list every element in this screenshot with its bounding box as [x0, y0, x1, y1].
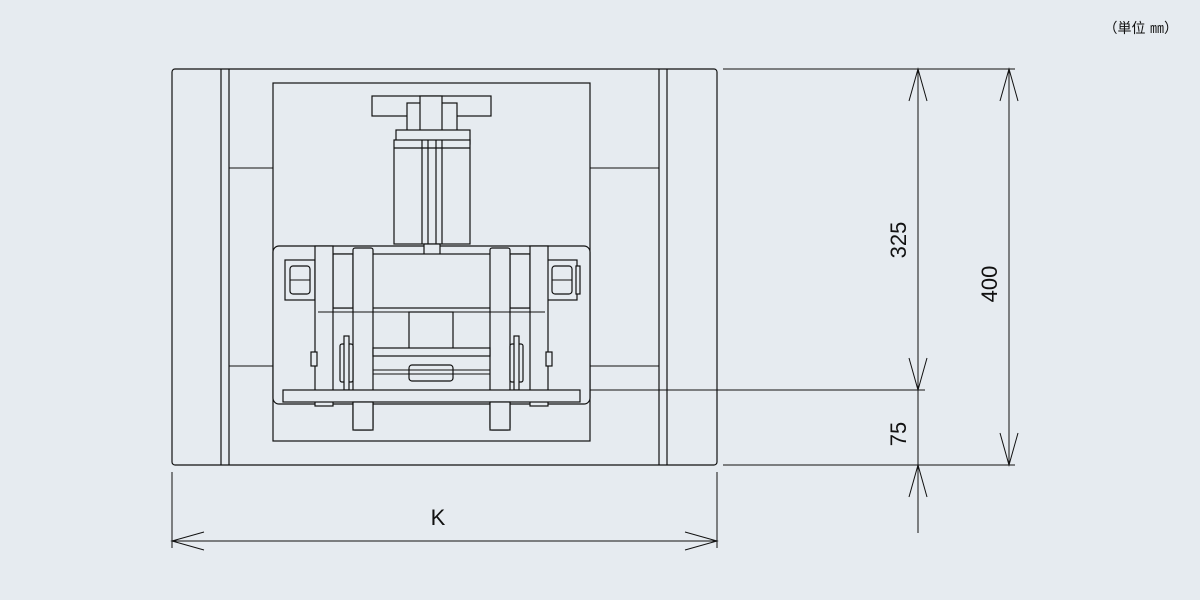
pins: [310, 335, 553, 391]
dim-label-400: 400: [977, 266, 1002, 303]
base-plate: [282, 389, 581, 431]
side-plates: [314, 245, 549, 431]
dimension-lines: [170, 67, 1019, 551]
right-bolt: [546, 259, 581, 301]
dim-label-k: K: [431, 505, 446, 530]
left-bolt: [284, 259, 316, 301]
dim-label-75: 75: [886, 422, 911, 446]
top-clamp: [371, 95, 492, 257]
center-guide: [372, 311, 491, 382]
base-frame: [171, 68, 718, 466]
dim-label-325: 325: [886, 222, 911, 259]
unit-note: （単位 ㎜）: [1103, 21, 1178, 37]
